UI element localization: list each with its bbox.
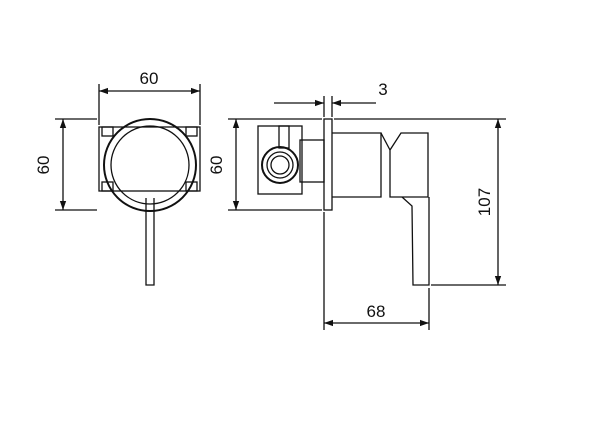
front-lever bbox=[145, 198, 155, 286]
overall-height-dimension: 107 bbox=[334, 118, 506, 286]
bracket-tab-top-right bbox=[185, 126, 198, 137]
plate-thickness-dimension: 3 bbox=[274, 80, 388, 117]
bracket-tab-top-left bbox=[101, 126, 114, 137]
mixer-body bbox=[332, 132, 382, 198]
bracket-tab-bottom-right bbox=[185, 181, 198, 192]
side-height-label: 60 bbox=[207, 156, 226, 175]
side-wall-plate bbox=[323, 118, 333, 211]
mounting-bracket bbox=[98, 126, 201, 192]
inlet-outer bbox=[261, 146, 299, 184]
side-view bbox=[257, 118, 430, 286]
front-width-label: 60 bbox=[140, 69, 159, 88]
front-view bbox=[98, 118, 201, 286]
valve-body bbox=[299, 139, 325, 183]
plate-thickness-label: 3 bbox=[378, 80, 387, 99]
front-height-label: 60 bbox=[34, 156, 53, 175]
wall-plate-outer bbox=[103, 118, 197, 212]
overall-depth-dimension: 68 bbox=[323, 212, 430, 330]
handle-head bbox=[389, 132, 429, 198]
side-height-dimension: 60 bbox=[207, 118, 322, 211]
front-height-dimension: 60 bbox=[34, 118, 97, 211]
overall-depth-label: 68 bbox=[367, 302, 386, 321]
overall-height-label: 107 bbox=[475, 188, 494, 216]
inlet-inner bbox=[270, 155, 290, 175]
front-width-dimension: 60 bbox=[98, 69, 201, 125]
wall-plate-inner bbox=[110, 125, 190, 205]
inlet-mid bbox=[266, 151, 294, 179]
side-lever bbox=[401, 196, 430, 286]
valve-stem bbox=[278, 125, 290, 149]
